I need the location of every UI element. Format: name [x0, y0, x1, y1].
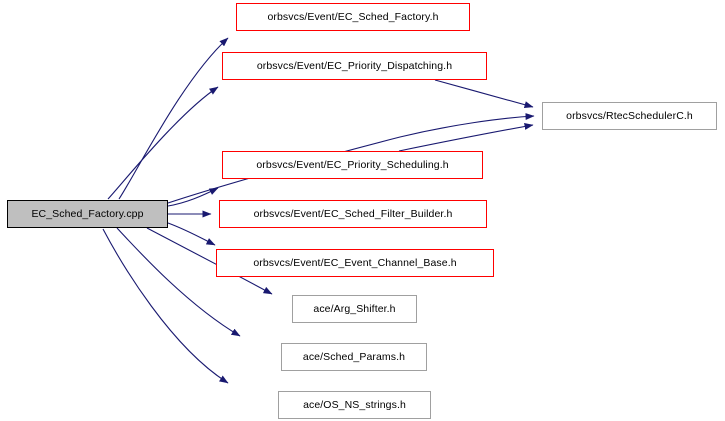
graph-edge-src-to-sched_factory_h: [118, 37, 229, 200]
graph-node-label: orbsvcs/Event/EC_Sched_Filter_Builder.h: [253, 207, 453, 220]
graph-node-priority_dispatching_h[interactable]: orbsvcs/Event/EC_Priority_Dispatching.h: [222, 52, 487, 80]
graph-edge-src-to-os_ns_strings_h: [102, 228, 229, 384]
graph-edge-src-to-sched_params_h: [116, 227, 241, 337]
graph-node-rtec_scheduler_c_h[interactable]: orbsvcs/RtecSchedulerC.h: [542, 102, 717, 130]
graph-node-label: ace/OS_NS_strings.h: [303, 398, 406, 411]
graph-node-label: orbsvcs/Event/EC_Event_Channel_Base.h: [253, 256, 457, 269]
graph-node-sched_filter_builder_h[interactable]: orbsvcs/Event/EC_Sched_Filter_Builder.h: [219, 200, 487, 228]
graph-node-label: orbsvcs/RtecSchedulerC.h: [566, 109, 693, 122]
graph-node-label: ace/Sched_Params.h: [302, 350, 406, 363]
graph-edge-src-to-priority_dispatching_h: [107, 86, 219, 200]
graph-node-label: ace/Arg_Shifter.h: [313, 302, 396, 315]
graph-edge-src-to-event_channel_base_h: [167, 222, 216, 246]
graph-node-arg_shifter_h[interactable]: ace/Arg_Shifter.h: [292, 295, 417, 323]
graph-node-label: EC_Sched_Factory.cpp: [31, 207, 144, 220]
graph-node-label: orbsvcs/Event/EC_Sched_Factory.h: [267, 10, 439, 23]
graph-node-os_ns_strings_h[interactable]: ace/OS_NS_strings.h: [278, 391, 431, 419]
graph-edge-src-to-priority_scheduling_h: [167, 187, 219, 207]
graph-edge-priority_dispatching_h-to-rtec_scheduler_c_h: [434, 79, 534, 109]
graph-node-label: orbsvcs/Event/EC_Priority_Dispatching.h: [256, 59, 453, 72]
graph-node-sched_params_h[interactable]: ace/Sched_Params.h: [281, 343, 427, 371]
graph-node-event_channel_base_h[interactable]: orbsvcs/Event/EC_Event_Channel_Base.h: [216, 249, 494, 277]
graph-edge-priority_scheduling_h-to-rtec_scheduler_c_h: [398, 123, 534, 152]
graph-node-label: orbsvcs/Event/EC_Priority_Scheduling.h: [256, 158, 449, 171]
graph-node-src: EC_Sched_Factory.cpp: [7, 200, 168, 228]
graph-node-sched_factory_h[interactable]: orbsvcs/Event/EC_Sched_Factory.h: [236, 3, 470, 31]
graph-node-priority_scheduling_h[interactable]: orbsvcs/Event/EC_Priority_Scheduling.h: [222, 151, 483, 179]
